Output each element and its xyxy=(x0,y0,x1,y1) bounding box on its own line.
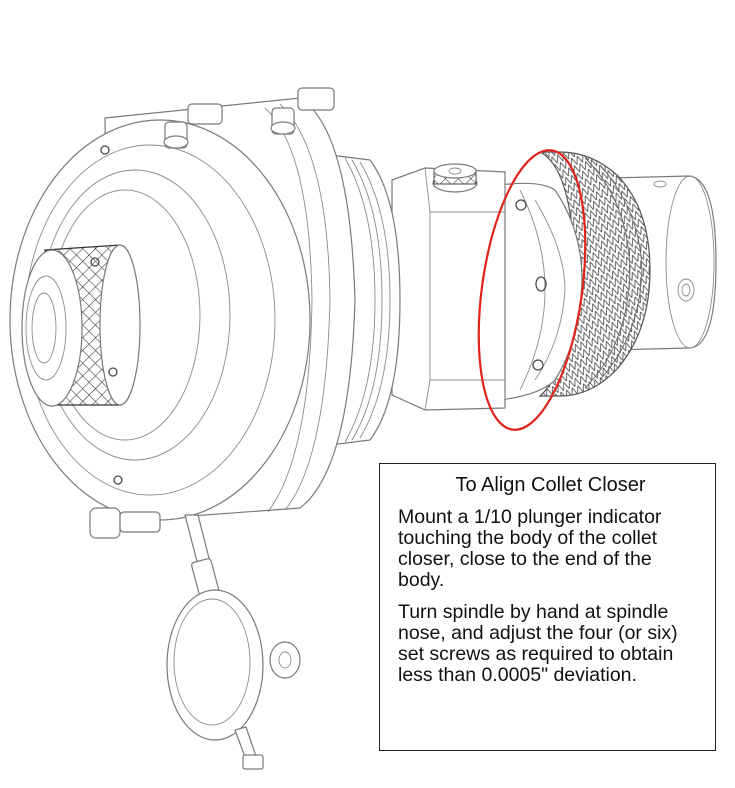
callout-title: To Align Collet Closer xyxy=(455,474,646,496)
highlight-ellipse xyxy=(463,143,601,436)
bottom-fitting xyxy=(90,508,160,538)
top-fittings xyxy=(164,88,334,148)
collet-closer-body xyxy=(500,183,582,400)
dial-indicator xyxy=(167,515,300,769)
hex-adapter xyxy=(392,164,505,410)
instruction-callout-box: To Align Collet Closer Mount a 1/10 plun… xyxy=(379,463,716,751)
callout-paragraph-2: Turn spindle by hand at spindle nose, an… xyxy=(398,601,678,686)
main-housing xyxy=(10,98,355,522)
callout-paragraph-1: Mount a 1/10 plunger indicator touching … xyxy=(398,506,662,591)
knurled-collet-nose xyxy=(22,245,140,406)
